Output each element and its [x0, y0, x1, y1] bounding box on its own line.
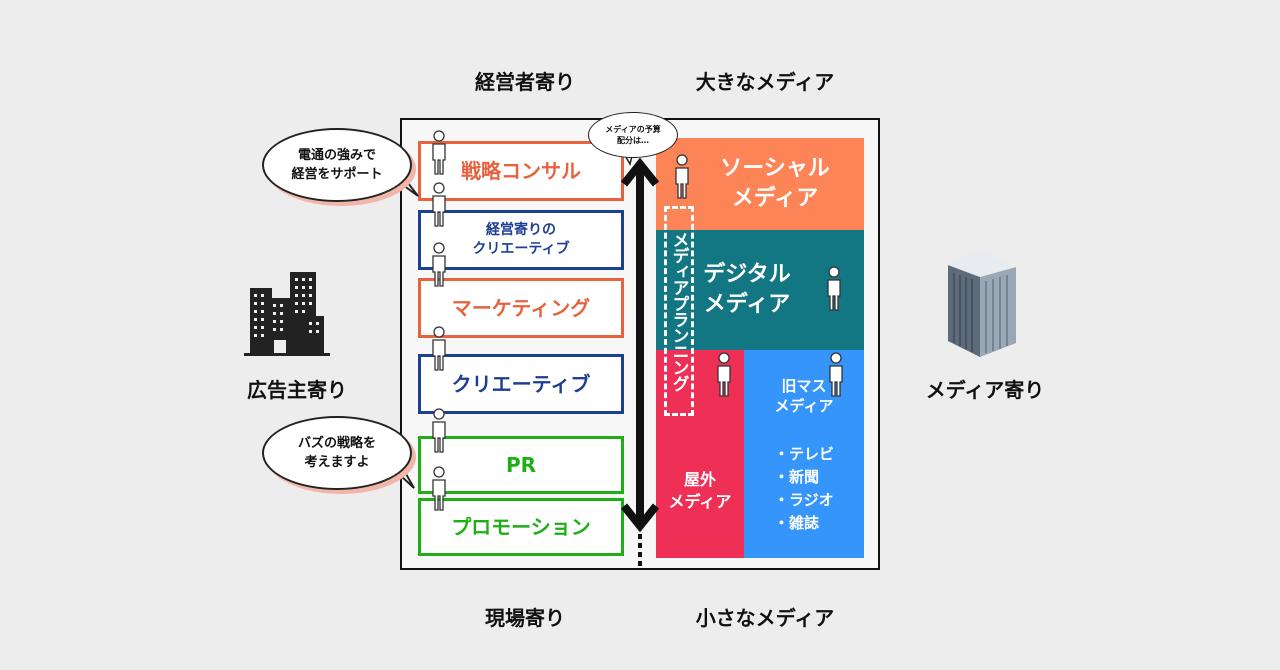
media-planning-label: メディアプランニング — [664, 206, 694, 416]
skyscraper-icon — [948, 251, 1016, 357]
person-icon — [829, 352, 843, 397]
media-label-line2: メディア — [703, 292, 791, 317]
speech-bubble-dentsu: 電通の強みで 経営をサポート — [262, 128, 412, 202]
bubble-line2: 配分は… — [616, 136, 649, 145]
media-label-line1: 旧マス — [781, 377, 827, 395]
role-label: マーケティング — [451, 295, 591, 320]
person-icon — [432, 408, 446, 453]
role-creative: クリエーティブ — [418, 354, 624, 414]
person-icon — [432, 130, 446, 175]
heading-executive-side: 経営者寄り — [475, 70, 575, 94]
media-outdoor: 屋外 メディア — [656, 350, 744, 558]
person-icon — [827, 266, 841, 311]
role-label-line1: 経営寄りの — [485, 222, 556, 239]
heading-field-side: 現場寄り — [485, 606, 565, 630]
person-icon — [432, 466, 446, 511]
heading-advertiser-side: 広告主寄り — [247, 378, 347, 402]
media-label-line2: メディア — [774, 397, 834, 416]
role-label: PR — [505, 452, 537, 477]
heading-small-media: 小さなメディア — [695, 606, 835, 630]
media-legacy-mass: 旧マス メディア ・テレビ ・新聞 ・ラジオ ・雑誌 — [744, 350, 864, 558]
role-label: 戦略コンサル — [461, 158, 581, 183]
mass-media-item: ・テレビ — [773, 444, 834, 463]
person-icon — [432, 242, 446, 287]
role-promotion: プロモーション — [418, 498, 624, 556]
bubble-line1: メディアの予算 — [605, 124, 661, 134]
media-label-line1: デジタル — [703, 262, 791, 288]
role-strategy-consulting: 戦略コンサル — [418, 141, 624, 201]
role-label: クリエーティブ — [451, 371, 591, 396]
bubble-line1: 電通の強みで — [297, 147, 376, 163]
person-icon — [432, 326, 446, 371]
mass-media-item: ・新聞 — [773, 467, 819, 486]
media-label-line2: メディア — [731, 186, 819, 211]
heading-media-side: メディア寄り — [925, 378, 1045, 402]
media-label-line1: ソーシャル — [720, 156, 830, 182]
role-executive-creative: 経営寄りの クリエーティブ — [418, 210, 624, 270]
role-pr: PR — [418, 436, 624, 494]
role-label-line2: クリエーティブ — [472, 241, 570, 257]
person-icon — [675, 154, 689, 199]
speech-bubble-media-budget: メディアの予算 配分は… — [588, 112, 678, 158]
bubble-line2: 考えますよ — [304, 455, 370, 470]
mass-media-list: ・テレビ ・新聞 ・ラジオ ・雑誌 — [774, 443, 834, 536]
office-buildings-icon — [244, 272, 330, 356]
bubble-line1: バズの戦略を — [297, 435, 376, 451]
person-icon — [717, 352, 731, 397]
mass-media-item: ・ラジオ — [773, 491, 834, 509]
media-label-line2: メディア — [668, 492, 732, 511]
role-label: プロモーション — [451, 514, 591, 539]
bubble-line2: 経営をサポート — [291, 167, 383, 182]
person-icon — [432, 182, 446, 227]
media-social: ソーシャル メディア — [656, 138, 864, 230]
heading-large-media: 大きなメディア — [695, 70, 835, 94]
vertical-double-arrow-icon — [620, 157, 660, 570]
media-label-line1: 屋外 — [683, 470, 716, 490]
role-marketing: マーケティング — [418, 278, 624, 338]
speech-bubble-buzz: バズの戦略を 考えますよ — [262, 416, 412, 490]
mass-media-item: ・雑誌 — [773, 514, 819, 533]
